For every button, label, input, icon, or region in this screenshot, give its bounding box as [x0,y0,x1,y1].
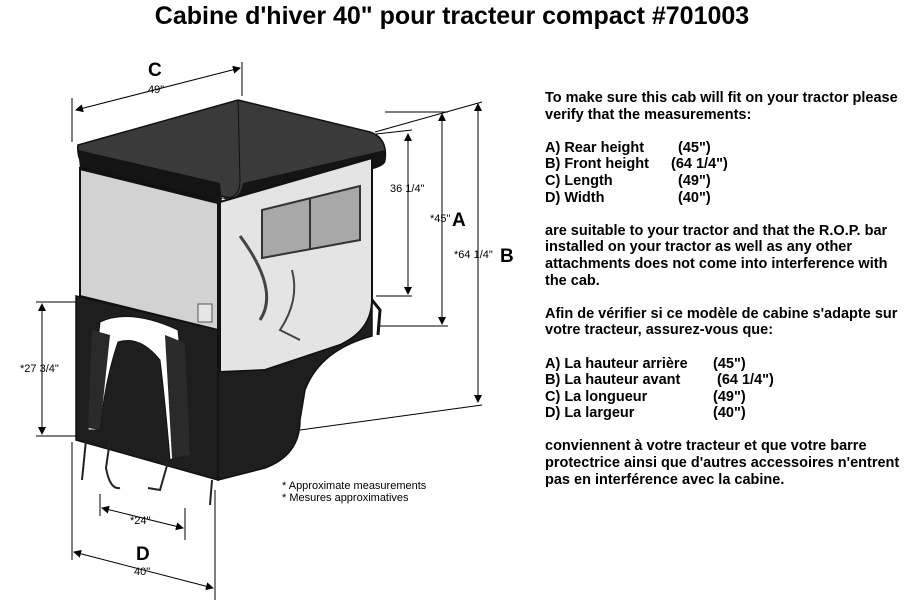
list-item: A) Rear height(45") [545,139,711,156]
dimension-c-letter: C [148,60,162,81]
dimension-b-value: *64 1/4" [454,249,493,261]
dimension-d-value: 40" [134,566,150,578]
dimension-c-value: 49" [148,84,164,96]
note-english: * Approximate measurements [282,480,427,492]
dimension-side-height-value: *27 3/4" [20,363,59,375]
dimension-side-height: *27 3/4" [20,301,76,437]
page-title: Cabine d'hiver 40" pour tracteur compact… [154,2,750,30]
list-item: D) Width(40") [545,189,711,206]
dimension-a-letter: A [452,210,466,231]
dimension-a: *45" A [380,111,466,327]
dimension-door-width: *24" [99,494,186,540]
dimension-front-window-value: 36 1/4" [390,183,425,195]
measurement-instructions: To make sure this cab will fit on your t… [545,90,900,505]
list-item: A) La hauteur arrière(45") [545,355,746,372]
dimension-d: D 40" [71,442,216,600]
dimension-door-width-value: *24" [130,515,151,527]
cab-diagram: C 49" 36 1/4" *45" A *64 1/4" B *27 3/4"… [20,60,514,600]
dimension-c: C 49" [71,60,243,142]
list-item: D) La largeur(40") [545,405,746,422]
english-intro: To make sure this cab will fit on your t… [545,90,898,123]
list-item: B) La hauteur avant(64 1/4") [545,372,774,389]
english-list: A) Rear height(45") B) Front height(64 1… [545,140,900,206]
dimension-d-letter: D [136,544,150,565]
dimension-b: *64 1/4" B [299,101,514,431]
note-french: * Mesures approximatives [282,492,409,504]
front-lower-panel [217,299,382,481]
french-list: A) La hauteur arrière(45") B) La hauteur… [545,356,900,422]
english-outro: are suitable to your tractor and that th… [545,222,888,289]
straps [81,439,213,506]
french-outro: conviennent à votre tracteur et que votr… [545,438,900,488]
approximate-notes: * Approximate measurements * Mesures app… [282,480,426,504]
dimension-b-letter: B [500,246,514,267]
list-item: C) La longueur(49") [545,388,746,405]
dimension-a-value: *45" [430,213,451,225]
list-item: C) Length(49") [545,172,711,189]
side-window [79,166,219,332]
list-item: B) Front height(64 1/4") [545,156,728,173]
dimension-front-window: 36 1/4" [375,129,425,297]
front-window [219,156,373,374]
french-intro: Afin de vérifier si ce modèle de cabine … [545,305,898,339]
